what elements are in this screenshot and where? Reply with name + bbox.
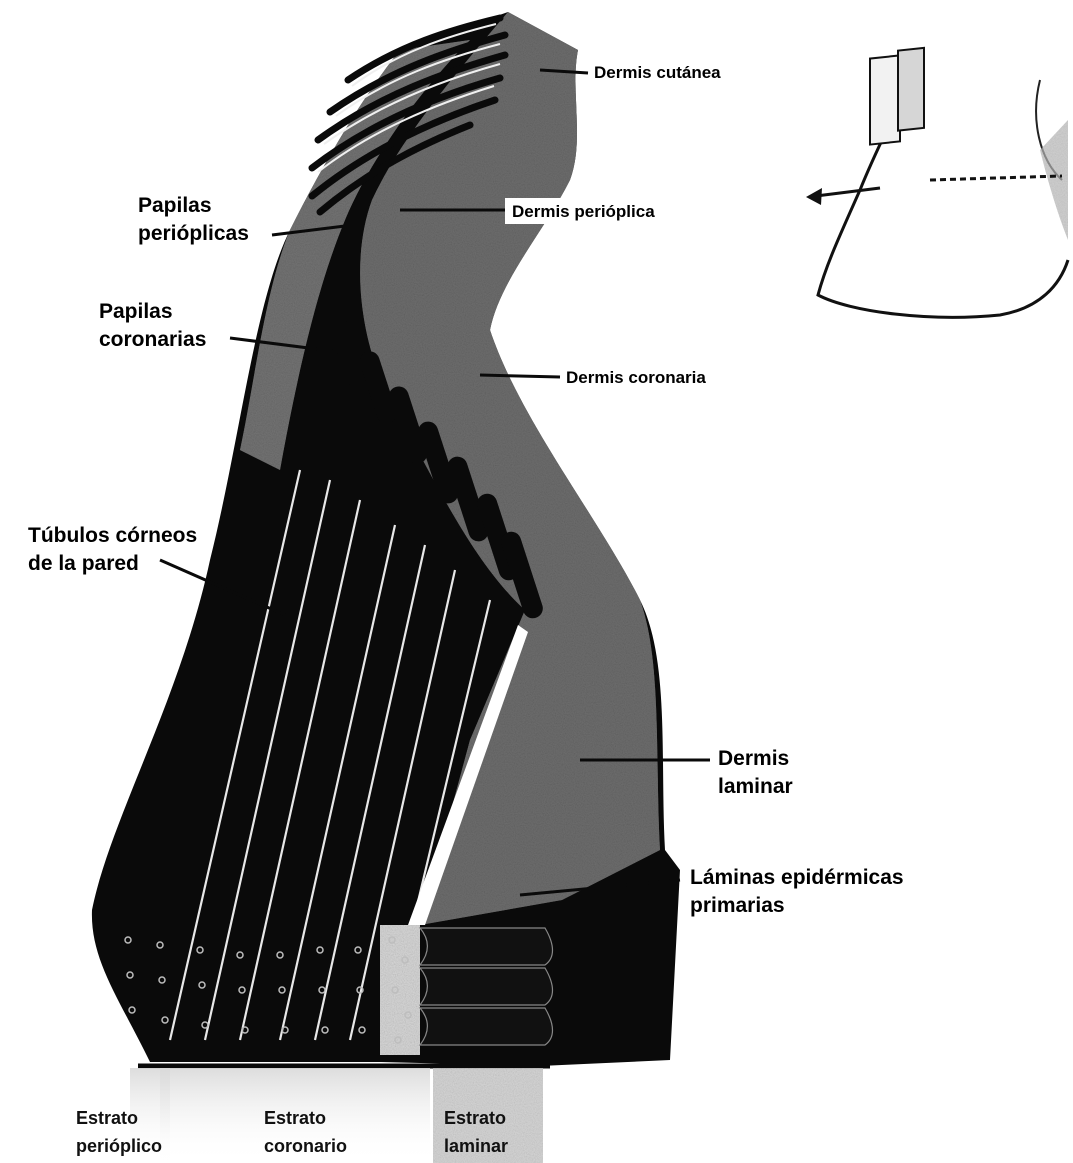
label-papilas-perioplicas-line1: Papilas [138,194,212,217]
label-laminas-line1: Láminas epidérmicas [690,866,904,889]
label-dermis-cutanea: Dermis cutánea [594,63,721,82]
strata-coronario-line2: coronario [264,1136,347,1156]
label-tubulos-line1: Túbulos córneos [28,524,197,547]
strata-perioplico-line1: Estrato [76,1108,138,1128]
label-papilas-coronarias-line1: Papilas [99,300,173,323]
hoof-inset [806,48,1068,317]
strata-perioplico-line2: perióplico [76,1136,162,1156]
label-laminas-line2: primarias [690,894,785,917]
label-dermis-laminar-line2: laminar [718,775,793,798]
label-papilas-coronarias-line2: coronarias [99,328,206,351]
label-tubulos-line2: de la pared [28,552,139,575]
label-dermis-perioplica: Dermis perióplica [512,202,655,221]
label-dermis-coronaria: Dermis coronaria [566,368,706,387]
strata-laminar-line2: laminar [444,1136,508,1156]
laminae-cross-section [420,928,553,1045]
label-dermis-laminar-line1: Dermis [718,747,789,770]
label-papilas-perioplicas-line2: perióplicas [138,222,249,245]
strata-coronario-line1: Estrato [264,1108,326,1128]
strata-laminar-line1: Estrato [444,1108,506,1128]
